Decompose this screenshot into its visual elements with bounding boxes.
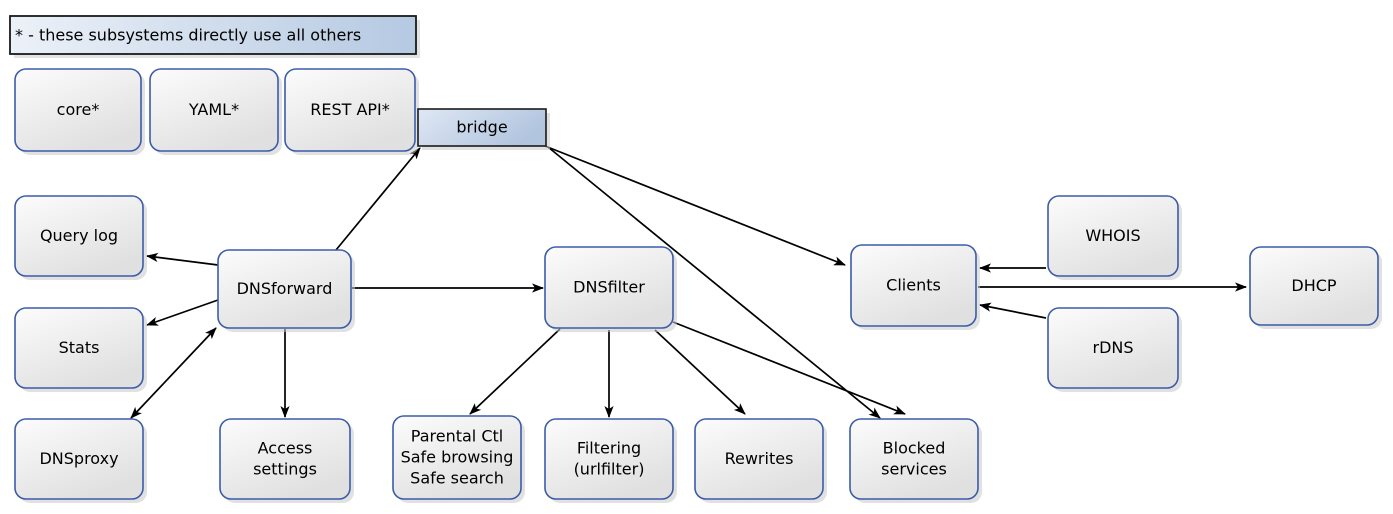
edge-dnsforward-querylog (146, 252, 219, 266)
node-stats[interactable]: Stats (14, 307, 147, 392)
node-dnsfilter[interactable]: DNSfilter (544, 246, 677, 332)
node-filtering[interactable]: Filtering(urlfilter) (544, 418, 677, 503)
edge-line (672, 321, 906, 415)
edge-bridge-clients (544, 145, 846, 266)
node-whois[interactable]: WHOIS (1047, 195, 1182, 280)
edge-line (654, 329, 746, 415)
edge-line (146, 299, 219, 326)
legend-text: * - these subsystems directly use all ot… (15, 26, 361, 45)
edge-line (130, 327, 217, 419)
edge-dnsfilter-rewrites (654, 329, 746, 415)
edge-dnsforward-stats (146, 299, 219, 326)
node-box[interactable] (219, 418, 351, 500)
node-clients[interactable]: Clients (850, 244, 980, 330)
node-box[interactable] (849, 418, 979, 500)
edge-line (469, 328, 561, 415)
node-box[interactable] (284, 68, 416, 152)
edge-dnsfilter-blocked (672, 321, 906, 415)
edge-rdns-clients (979, 302, 1047, 319)
edge-line (146, 252, 219, 266)
node-box[interactable] (149, 68, 279, 152)
node-box[interactable] (217, 249, 352, 329)
node-box[interactable] (14, 195, 144, 277)
node-box[interactable] (850, 244, 977, 327)
node-rdns[interactable]: rDNS (1047, 307, 1182, 392)
node-box[interactable] (1249, 246, 1379, 326)
edges-layer (130, 145, 1247, 419)
node-box[interactable] (14, 68, 142, 152)
node-box[interactable] (14, 418, 144, 500)
node-box[interactable] (14, 307, 144, 389)
legend-box: * - these subsystems directly use all ot… (9, 15, 420, 58)
node-yaml[interactable]: YAML* (149, 68, 282, 155)
edge-line (544, 145, 846, 266)
legend-box-rect (9, 15, 417, 55)
edge-dnsfilter-parental (469, 328, 561, 415)
node-box[interactable] (544, 418, 674, 500)
node-querylog[interactable]: Query log (14, 195, 147, 280)
edge-dnsforward-bridge (335, 147, 421, 251)
node-core[interactable]: core* (14, 68, 145, 155)
node-box[interactable] (392, 415, 522, 500)
edge-line (979, 302, 1047, 319)
node-bridge[interactable]: bridge (417, 108, 550, 150)
node-restapi[interactable]: REST API* (284, 68, 419, 155)
node-box[interactable] (1047, 195, 1179, 277)
node-box[interactable] (694, 418, 824, 500)
edge-bridge-blocked (547, 146, 881, 419)
edge-dnsforward-dnsproxy (130, 327, 217, 419)
node-dnsproxy[interactable]: DNSproxy (14, 418, 147, 503)
node-dhcp[interactable]: DHCP (1249, 246, 1382, 329)
node-box[interactable] (1047, 307, 1179, 389)
node-dnsforward[interactable]: DNSforward (217, 249, 355, 332)
node-rewrites[interactable]: Rewrites (694, 418, 827, 503)
edge-line (335, 147, 421, 251)
node-box[interactable] (544, 246, 674, 329)
node-box[interactable] (417, 108, 547, 147)
edge-line (547, 146, 881, 419)
